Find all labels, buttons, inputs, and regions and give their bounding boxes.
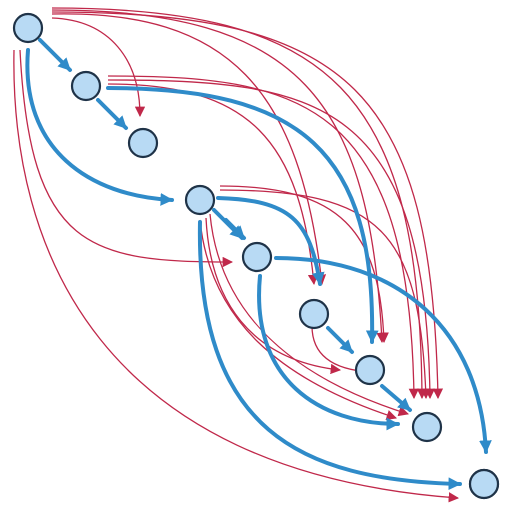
edge-n1-n7 xyxy=(51,9,387,344)
graph-node-n1 xyxy=(12,12,44,44)
edge-n1-n8 xyxy=(51,7,428,400)
edge-n5-n10 xyxy=(326,326,354,354)
node-circle xyxy=(70,70,102,102)
edge-n4-n6 xyxy=(274,256,492,454)
node-circle xyxy=(241,241,273,273)
graph-node-n8 xyxy=(411,411,443,443)
edge-n7-n9 xyxy=(224,218,246,240)
graph-node-n3 xyxy=(127,127,159,159)
edge-n2-n8 xyxy=(107,75,420,400)
node-circle xyxy=(411,411,443,443)
node-circle xyxy=(12,12,44,44)
edge-n2-n9 xyxy=(107,79,436,400)
node-circle xyxy=(468,468,500,500)
edge-n1-n2 xyxy=(38,38,72,72)
node-circle xyxy=(354,354,386,386)
edge-n4-n9 xyxy=(216,196,325,286)
edge-n1-n10 xyxy=(13,49,460,503)
graph-node-n2 xyxy=(70,70,102,102)
edge-n4-n8 xyxy=(219,189,431,400)
node-circle xyxy=(298,298,330,330)
graph-node-n10 xyxy=(468,468,500,500)
edge-n5-n7 xyxy=(199,219,397,421)
edge-n2-n7 xyxy=(106,86,379,344)
primary-edges-layer xyxy=(25,38,492,491)
graph-node-n7 xyxy=(354,354,386,386)
edge-n5-n6 xyxy=(205,217,342,375)
edge-n5-n8 xyxy=(257,274,400,431)
graph-node-n4 xyxy=(184,184,216,216)
nodes-layer xyxy=(12,12,500,500)
edge-n1-n9 xyxy=(51,11,444,400)
node-circle xyxy=(127,127,159,159)
graph-node-n6 xyxy=(298,298,330,330)
edge-n6-n7 xyxy=(380,384,412,412)
secondary-edges-layer xyxy=(13,7,460,503)
edge-n1-n5 xyxy=(19,49,234,268)
edge-n4-n7 xyxy=(219,185,389,344)
edge-n4-n10 xyxy=(197,220,462,491)
edge-n2-n3 xyxy=(96,98,128,130)
edge-n2-n6 xyxy=(107,83,319,286)
graph-node-n5 xyxy=(241,241,273,273)
node-circle xyxy=(184,184,216,216)
edge-n1-n6 xyxy=(51,13,327,286)
edge-n5-n9 xyxy=(209,213,409,417)
edge-n1-n3 xyxy=(51,17,146,118)
edge-n1-n4 xyxy=(25,48,174,206)
